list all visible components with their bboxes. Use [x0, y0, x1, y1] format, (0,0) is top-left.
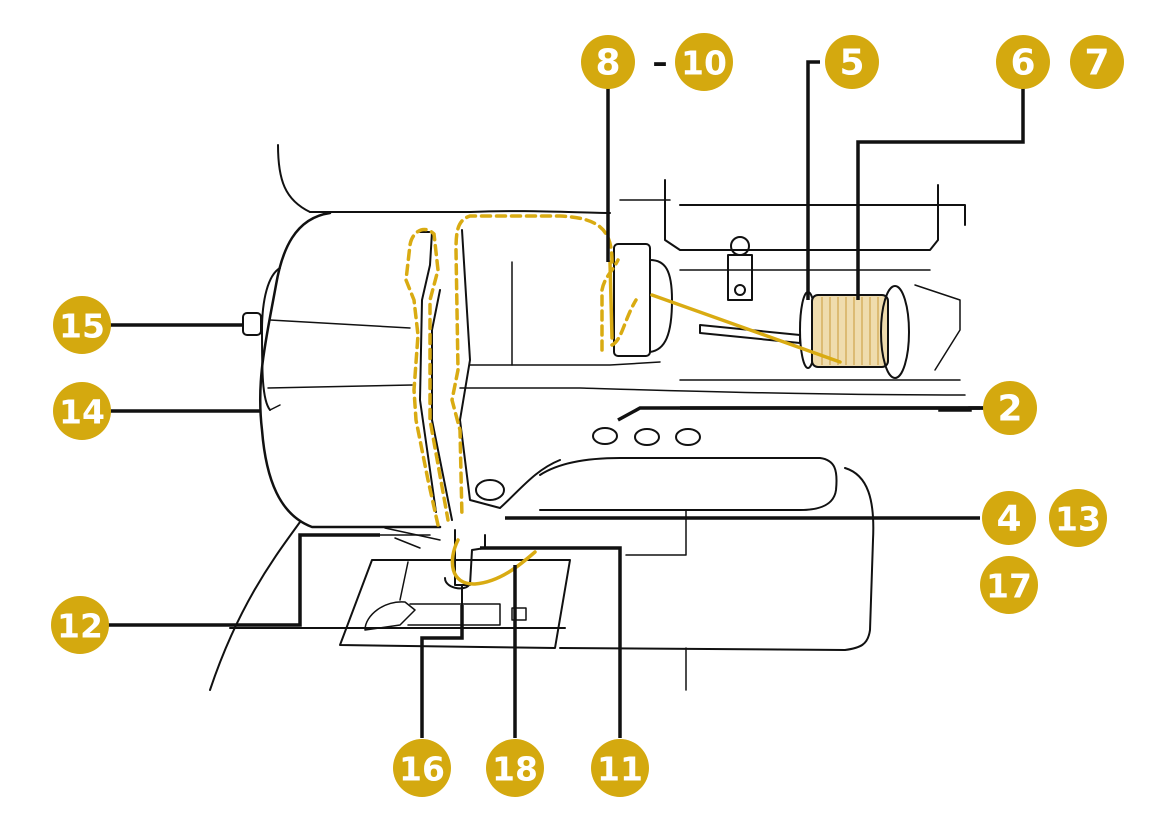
- leader-11: [480, 546, 622, 738]
- leader-16: [420, 605, 464, 738]
- callout-8-label: 8: [595, 43, 620, 84]
- thread-spool-to-tension: [650, 293, 842, 364]
- callout-16-label: 16: [399, 750, 445, 789]
- range-dash: –: [653, 46, 668, 81]
- handle-outline: [277, 144, 311, 213]
- leader-2b: [617, 406, 985, 422]
- rear-bracket: [914, 284, 961, 371]
- callout-2: 2: [983, 381, 1037, 435]
- light-window: [475, 479, 505, 501]
- route-guide: [610, 298, 638, 347]
- plate-slot: [511, 607, 527, 621]
- arm-base-edge: [459, 387, 966, 396]
- threading-route: [404, 214, 638, 527]
- callout-6-label: 6: [1010, 43, 1035, 84]
- callout-8: 8: [581, 35, 635, 89]
- callout-7: 7: [1070, 35, 1124, 89]
- needle-plate-line: [399, 561, 409, 601]
- arm-lower-edge: [469, 361, 661, 366]
- callout-6: 6: [996, 35, 1050, 89]
- leader-12: [108, 533, 380, 627]
- callout-2-label: 2: [997, 389, 1022, 430]
- winder-guide-plate: [727, 254, 753, 301]
- needle-plate: [339, 559, 571, 649]
- takeup-slot-left: [419, 231, 437, 513]
- feed-dog-slot: [407, 603, 501, 626]
- leader-5: [806, 60, 820, 300]
- callout-10: 10: [675, 33, 733, 91]
- head-cap-outline: [258, 211, 442, 529]
- callout-12-label: 12: [57, 607, 103, 646]
- top-edge: [309, 210, 611, 214]
- head-line-3: [269, 404, 281, 411]
- tension-dial: [649, 259, 673, 353]
- tension-housing: [613, 243, 651, 357]
- spool-cover-outline: [664, 179, 939, 251]
- callout-5-label: 5: [839, 43, 864, 84]
- bobbin-cover: [364, 601, 416, 631]
- callout-14-label: 14: [59, 393, 105, 432]
- needle-threader: [384, 527, 441, 549]
- head-line-2: [267, 384, 413, 389]
- winder-guide-knob: [730, 236, 750, 256]
- callout-10-label: 10: [681, 44, 727, 83]
- thread-spool: [811, 294, 889, 368]
- head-line-1: [269, 319, 411, 329]
- button-1: [592, 427, 618, 445]
- handwheel-outline: [261, 267, 281, 411]
- handwheel-knob: [242, 312, 262, 336]
- callout-17-label: 17: [986, 567, 1032, 606]
- spool-pin: [699, 324, 801, 344]
- callout-13: 13: [1049, 489, 1107, 547]
- thread-to-needle: [450, 538, 537, 586]
- callout-17: 17: [980, 556, 1038, 614]
- callout-15: 15: [53, 296, 111, 354]
- thread-path: [450, 260, 842, 586]
- callout-4: 4: [982, 491, 1036, 545]
- callout-12: 12: [51, 596, 109, 654]
- route-tension: [600, 258, 620, 352]
- callout-5: 5: [825, 35, 879, 89]
- callout-18: 18: [486, 739, 544, 797]
- callout-15-label: 15: [59, 307, 105, 346]
- takeup-slot-right: [431, 289, 453, 521]
- presser-foot-shank: [454, 529, 486, 586]
- button-2: [634, 428, 660, 446]
- route-left: [404, 227, 450, 527]
- callout-7-label: 7: [1084, 43, 1109, 84]
- callout-18-label: 18: [492, 750, 538, 789]
- callout-11: 11: [591, 739, 649, 797]
- spool-cover-top: [679, 204, 966, 226]
- arm-front-panel: [459, 229, 561, 509]
- button-3: [675, 428, 701, 446]
- machine-body: [209, 144, 966, 691]
- leader-6: [856, 88, 1025, 300]
- leader-lines: [108, 60, 1025, 738]
- arm-inner-line: [625, 509, 687, 556]
- callout-4-label: 4: [996, 499, 1021, 540]
- free-arm-outer: [559, 467, 875, 651]
- callout-14: 14: [53, 382, 111, 440]
- spool-winding-lines: [821, 297, 879, 365]
- spool-flange: [880, 285, 910, 379]
- callouts: 8 – 10 5 6 7 15 14 2: [51, 33, 1124, 797]
- free-arm-top: [539, 457, 838, 511]
- callout-13-label: 13: [1055, 500, 1101, 539]
- route-right: [450, 214, 614, 520]
- bed-left-edge: [209, 521, 301, 691]
- winder-guide-hole: [734, 284, 746, 296]
- callout-16: 16: [393, 739, 451, 797]
- callout-11-label: 11: [597, 750, 643, 789]
